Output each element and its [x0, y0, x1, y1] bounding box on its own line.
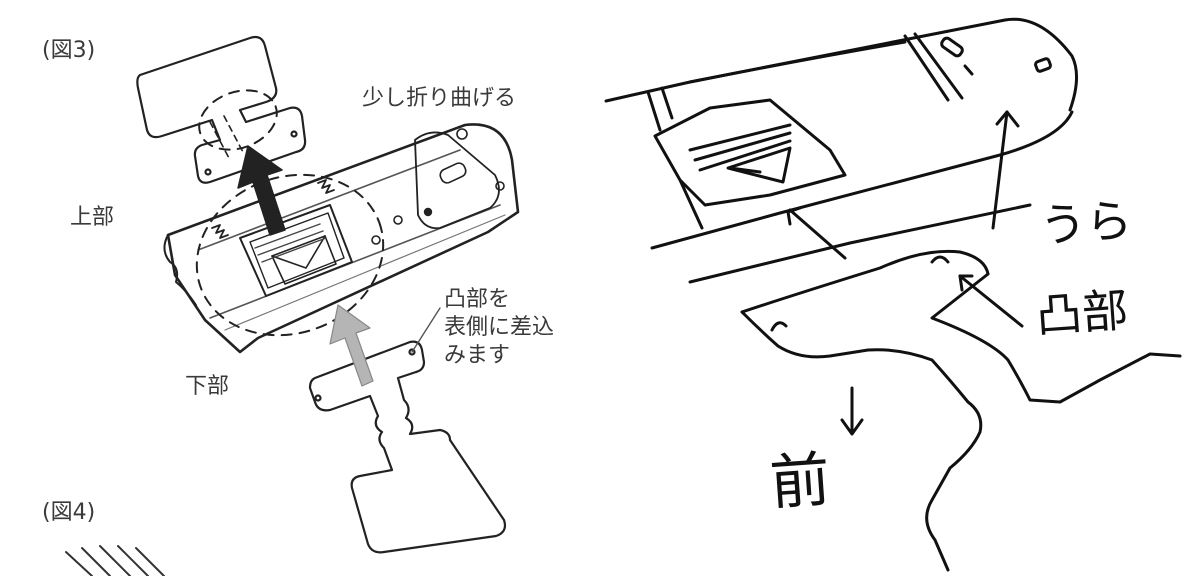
insert-note-line-1: 凸部を — [444, 287, 511, 312]
lower-part-label: 下部 — [185, 374, 230, 399]
insert-instruction-note: 凸部を 表側に差込 みます — [444, 286, 554, 370]
fold-slightly-note: 少し折り曲げる — [362, 86, 517, 111]
note-leader-line — [411, 307, 441, 353]
device-drawing — [163, 123, 520, 354]
upper-tab — [136, 35, 307, 184]
fig4-hatch-lines — [65, 545, 165, 576]
front-label: 前 — [767, 444, 833, 520]
insert-note-line-3: みます — [444, 343, 511, 368]
lower-tab — [308, 340, 507, 554]
figure-3-label: (図3) — [42, 38, 96, 63]
back-side-label: うら — [1038, 192, 1134, 254]
pull-out-arrow — [237, 145, 286, 236]
insert-note-line-2: 表側に差込 — [444, 315, 555, 340]
insert-arrow — [329, 304, 374, 387]
upper-part-label: 上部 — [70, 205, 115, 230]
convex-part-label: 凸部 — [1034, 282, 1130, 344]
hand-sketch — [604, 17, 1182, 572]
figure-4-label: (図4) — [42, 500, 96, 525]
